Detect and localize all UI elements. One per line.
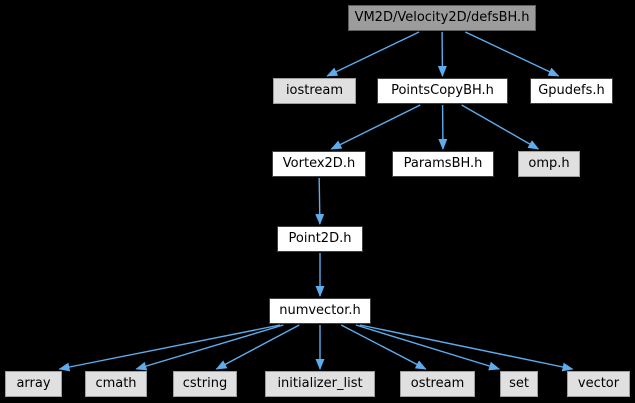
edge-defsbh-to-gpudefs [465, 31, 560, 77]
node-omp: omp.h [518, 151, 580, 177]
node-cstring: cstring [173, 371, 237, 397]
node-cmath: cmath [85, 371, 147, 397]
node-gpudefs[interactable]: Gpudefs.h [530, 78, 613, 104]
edge-numvector-to-vector [359, 324, 574, 372]
edge-vortex2d-to-point2d [315, 177, 325, 225]
node-set: set [500, 371, 538, 397]
node-ostream: ostream [400, 371, 475, 397]
node-initializer-list: initializer_list [265, 371, 375, 397]
edge-numvector-to-cmath [135, 324, 284, 371]
node-array: array [5, 371, 62, 397]
node-iostream: iostream [273, 78, 356, 104]
edge-numvector-to-set [355, 324, 501, 371]
edge-numvector-to-cstring [215, 324, 300, 370]
node-defsbh-root: VM2D/Velocity2D/defsBH.h [348, 5, 536, 31]
node-vector: vector [567, 371, 630, 397]
node-point2d[interactable]: Point2D.h [277, 226, 363, 252]
node-paramsbh[interactable]: ParamsBH.h [392, 151, 494, 177]
edge-pointscopybh-to-vortex2d [330, 104, 421, 150]
edge-numvector-to-ostream [340, 324, 427, 370]
node-numvector[interactable]: numvector.h [269, 298, 371, 324]
node-vortex2d[interactable]: Vortex2D.h [272, 151, 366, 177]
node-pointscopybh[interactable]: PointsCopyBH.h [377, 78, 508, 104]
edge-pointscopybh-to-omp [461, 104, 540, 150]
edge-defsbh-to-iostream [326, 31, 420, 77]
edge-numvector-to-array [58, 324, 281, 372]
